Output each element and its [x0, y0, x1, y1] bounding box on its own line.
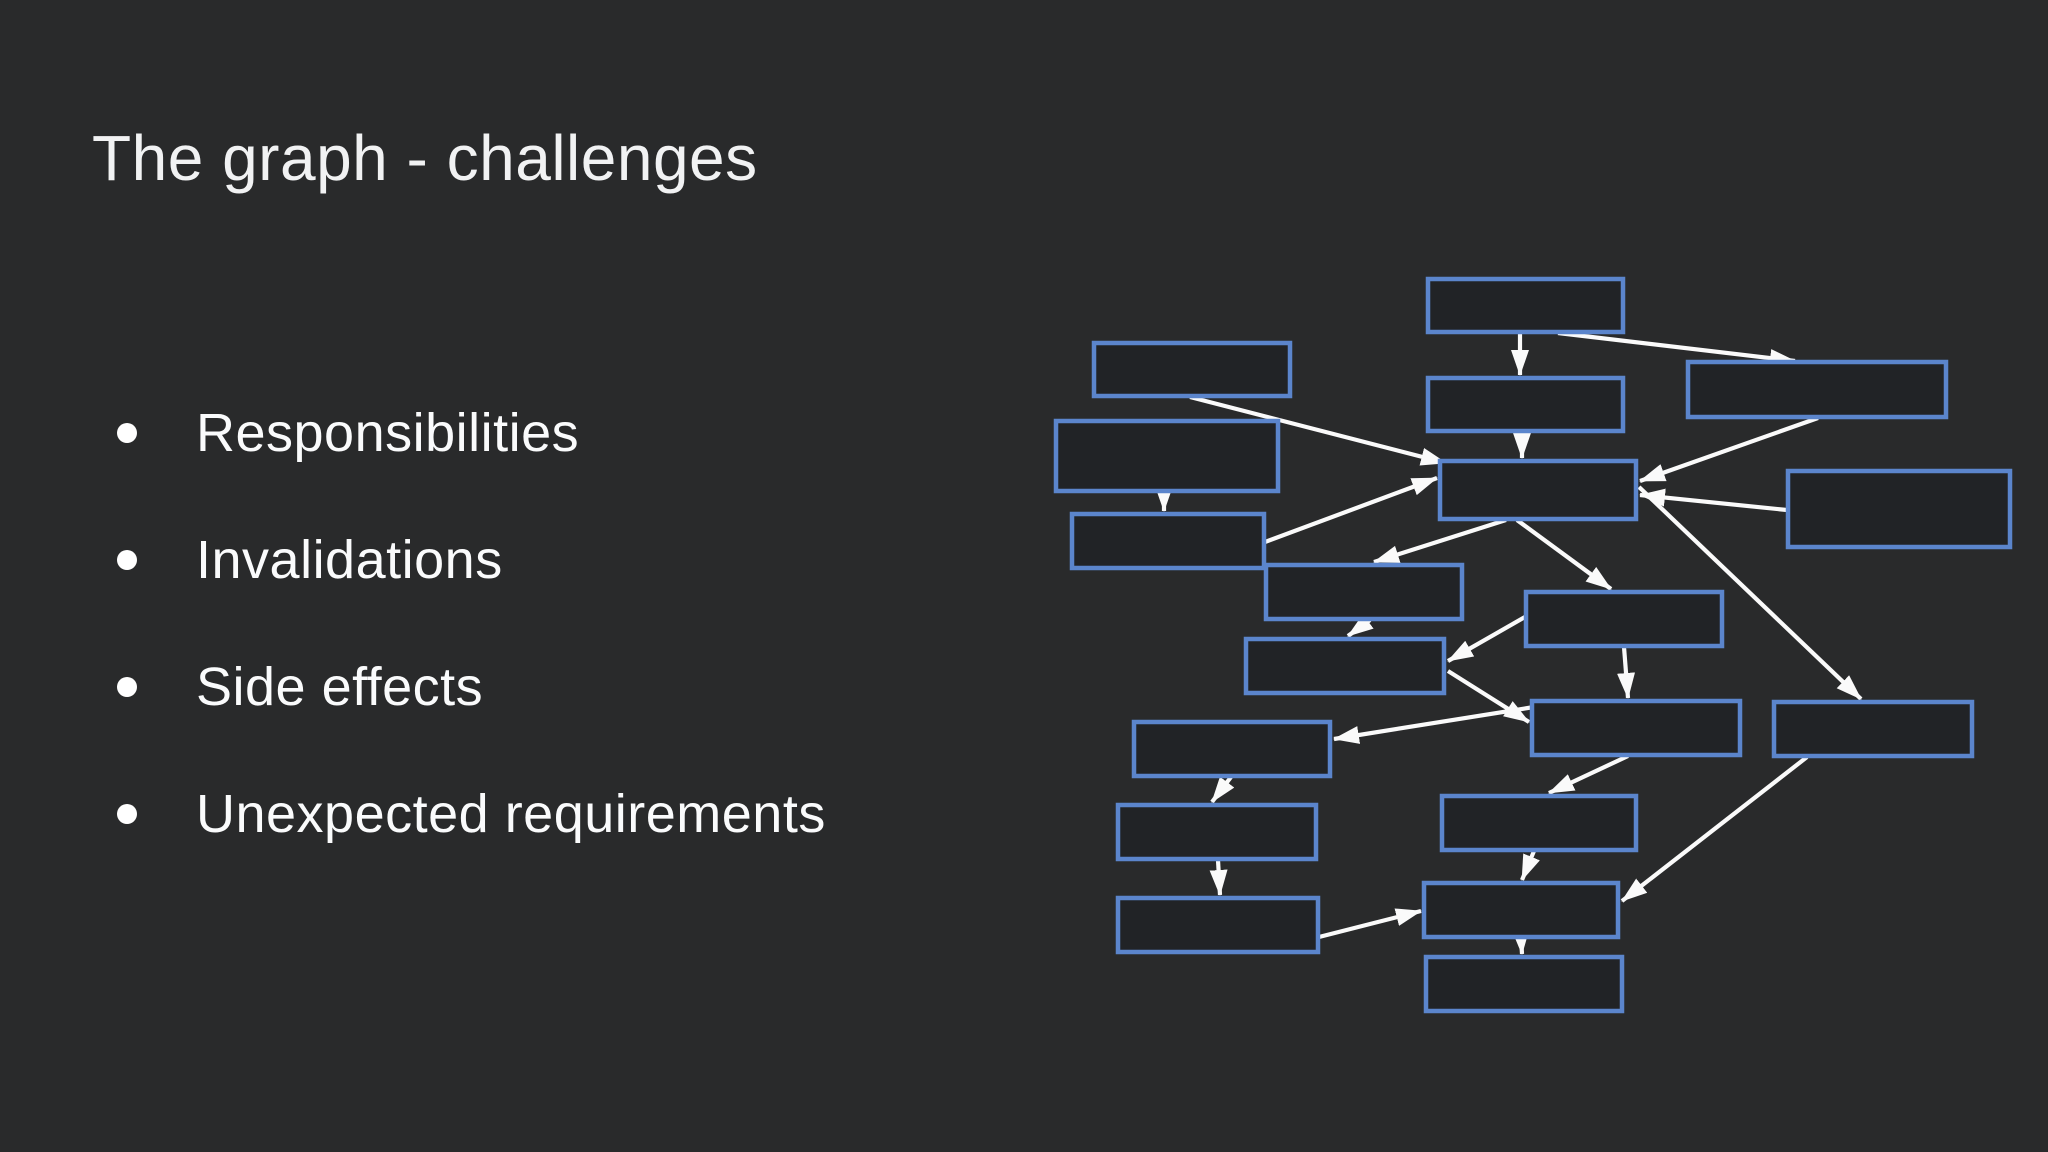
graph-node-n6: [1437, 458, 1639, 522]
graph-node-n1: [1425, 276, 1626, 335]
bullet-label: Responsibilities: [196, 402, 580, 463]
graph-edge-n10-n12: [1617, 646, 1636, 699]
graph-node-n11: [1243, 636, 1447, 696]
graph-edge-n6-n9: [1373, 517, 1507, 565]
graph-edge-n10-n11: [1446, 615, 1527, 663]
graph-edge-n7-n6: [1639, 488, 1788, 513]
graph-edge-n3-n6: [1639, 416, 1819, 483]
bullet-item: Unexpected requirements: [117, 750, 826, 877]
graph-edge-n13-n18: [1620, 755, 1809, 903]
graph-edge-n8-n6: [1264, 476, 1438, 544]
bullet-label: Invalidations: [196, 529, 503, 590]
slide-title: The graph - challenges: [92, 122, 758, 194]
graph-edge-n9-n11: [1346, 614, 1374, 638]
graph-node-n3: [1685, 359, 1949, 420]
bullet-item: Responsibilities: [117, 369, 826, 496]
graph-node-n4: [1425, 375, 1626, 434]
graph-node-n18: [1421, 880, 1621, 940]
graph-node-n7: [1785, 468, 2013, 550]
graph-node-n13: [1771, 699, 1975, 759]
graph-edge-n6-n13: [1637, 485, 1863, 701]
graph-node-n19: [1423, 954, 1625, 1014]
graph-node-n5: [1053, 418, 1281, 494]
graph-node-n15: [1115, 802, 1319, 862]
graph-edge-n12-n14: [1333, 704, 1535, 744]
graph-node-n2: [1091, 340, 1293, 399]
bullet-item: Side effects: [117, 623, 826, 750]
bullet-label: Side effects: [196, 656, 484, 717]
graph-node-n9: [1263, 562, 1465, 622]
graph-edge-n1-n3: [1557, 330, 1796, 368]
graph-edge-n15-n17: [1209, 859, 1228, 896]
graph-edge-n6-n10: [1515, 518, 1613, 591]
graph-edge-n16-n18: [1520, 850, 1540, 881]
graph-edge-n11-n12: [1446, 669, 1531, 724]
graph-node-n16: [1439, 793, 1639, 853]
bullet-item: Invalidations: [117, 496, 826, 623]
graph-edge-n2-n6: [1189, 394, 1447, 466]
bullet-dot: [117, 676, 137, 697]
graph-edge-n18-n19: [1511, 928, 1530, 955]
graph-edge-n12-n16: [1548, 754, 1629, 795]
bullet-dot: [117, 549, 137, 570]
bullet-label: Unexpected requirements: [196, 783, 826, 844]
graph-node-n17: [1115, 895, 1321, 955]
graph-edge-n14-n15: [1210, 775, 1235, 804]
graph-edge-n17-n18: [1318, 908, 1422, 940]
graph-node-n10: [1523, 589, 1725, 649]
graph-node-n14: [1131, 719, 1333, 779]
graph-node-n12: [1529, 698, 1743, 758]
bullet-dot: [117, 422, 137, 443]
graph-node-n8: [1069, 511, 1267, 571]
bullet-dot: [117, 803, 137, 824]
